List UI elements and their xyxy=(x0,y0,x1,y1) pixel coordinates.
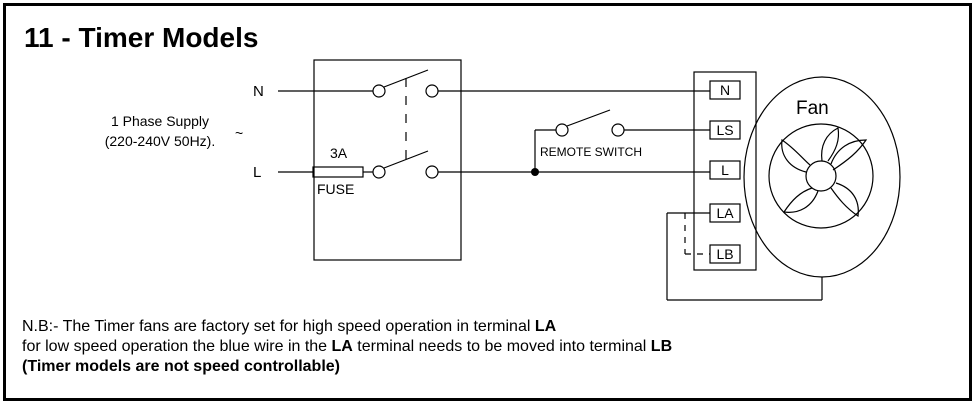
supply-tilde: ~ xyxy=(235,125,243,141)
note-line-2-bold-b: LB xyxy=(650,338,673,355)
terminal-la-label: LA xyxy=(716,205,734,221)
supply-label-line2: (220-240V 50Hz). xyxy=(105,133,216,149)
page-title: 11 - Timer Models xyxy=(24,22,259,53)
note-line-3-bold: (Timer models are not speed controllable… xyxy=(22,358,340,375)
switch-contact-l-right xyxy=(425,165,439,179)
fan-housing xyxy=(743,76,901,278)
terminal-n-label: N xyxy=(720,82,730,98)
terminal-l-label: L xyxy=(721,162,729,178)
terminal-l xyxy=(709,160,741,180)
terminal-lb-label: LB xyxy=(716,246,733,262)
fan-impeller-ring xyxy=(768,123,874,229)
note-line-2: for low speed operation the blue wire in… xyxy=(22,337,672,357)
note-block: N.B:- The Timer fans are factory set for… xyxy=(22,317,672,377)
note-line-1: N.B:- The Timer fans are factory set for… xyxy=(22,317,672,337)
switch-contact-l-left xyxy=(372,165,386,179)
remote-switch-label: REMOTE SWITCH xyxy=(540,145,642,159)
remote-switch-blade xyxy=(566,109,611,127)
note-line-2-bold-a: LA xyxy=(331,338,353,355)
note-line-1-text: N.B:- The Timer fans are factory set for… xyxy=(22,318,535,335)
junction-dot xyxy=(531,168,539,176)
isolator-box xyxy=(313,59,462,261)
note-line-2-text-b: terminal needs to be moved into terminal xyxy=(352,338,651,355)
fan-blade-icon xyxy=(781,127,868,218)
terminal-block xyxy=(693,71,757,271)
terminal-ls xyxy=(709,120,741,140)
fuse-symbol xyxy=(312,166,364,178)
fan-hub xyxy=(805,160,837,192)
fan-label: Fan xyxy=(796,98,829,119)
diagram-frame xyxy=(3,3,972,401)
fuse-rating-label: 3A xyxy=(330,145,348,161)
remote-switch-contact-left xyxy=(555,123,569,137)
note-line-3: (Timer models are not speed controllable… xyxy=(22,357,672,377)
switch-contact-n-left xyxy=(372,84,386,98)
note-line-2-text-a: for low speed operation the blue wire in… xyxy=(22,338,332,355)
switch-contact-n-right xyxy=(425,84,439,98)
note-line-1-bold: LA xyxy=(534,318,557,335)
terminal-n xyxy=(709,80,741,100)
fuse-label: FUSE xyxy=(317,181,354,197)
supply-label-line1: 1 Phase Supply xyxy=(111,113,209,129)
l-supply-label: L xyxy=(253,164,261,181)
switch-blade-l xyxy=(383,150,429,169)
n-supply-label: N xyxy=(253,83,264,100)
remote-switch-contact-right xyxy=(611,123,625,137)
terminal-ls-label: LS xyxy=(716,122,733,138)
